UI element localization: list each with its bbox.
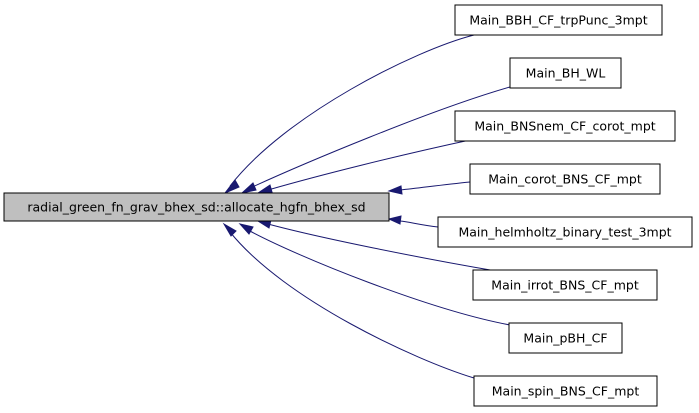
edge-arrow-c3 (256, 184, 273, 194)
caller-node-label: Main_corot_BNS_CF_mpt (488, 172, 642, 187)
caller-node-label: Main_irrot_BNS_CF_mpt (491, 278, 639, 293)
caller-node-main-irrot-bns-cf-mpt[interactable]: Main_irrot_BNS_CF_mpt (472, 269, 658, 301)
edge-arrow-c2 (240, 182, 257, 194)
edge-c8-root (229, 231, 475, 379)
caller-node-main-helmholtz-binary-test-3mpt[interactable]: Main_helmholtz_binary_test_3mpt (437, 216, 693, 248)
edge-c7-root (247, 229, 511, 326)
edge-arrow-c5 (387, 215, 402, 225)
nodes: radial_green_fn_grav_bhex_sd::allocate_h… (3, 4, 693, 407)
caller-node-main-bh-wl[interactable]: Main_BH_WL (509, 57, 622, 89)
edges (222, 34, 511, 379)
edge-arrow-c4 (387, 185, 403, 195)
caller-node-label: Main_pBH_CF (523, 331, 607, 346)
caller-node-label: Main_BBH_CF_trpPunc_3mpt (469, 13, 647, 28)
caller-node-label: Main_helmholtz_binary_test_3mpt (458, 225, 671, 240)
caller-node-label: Main_BH_WL (526, 66, 606, 81)
caller-node-label: Main_BNSnem_CF_corot_mpt (474, 119, 655, 134)
edge-c3-root (267, 139, 471, 191)
caller-node-label: Main_spin_BNS_CF_mpt (492, 384, 640, 399)
root-node-label: radial_green_fn_grav_bhex_sd::allocate_h… (27, 200, 365, 215)
edge-c1-root (229, 34, 475, 187)
caller-node-main-bnsnem-cf-corot-mpt[interactable]: Main_BNSnem_CF_corot_mpt (454, 110, 676, 142)
caller-node-main-corot-bns-cf-mpt[interactable]: Main_corot_BNS_CF_mpt (469, 163, 661, 195)
edge-arrow-c7 (238, 223, 254, 235)
edge-c6-root (267, 223, 497, 272)
caller-node-main-bbh-cf-trppunc-3mpt[interactable]: Main_BBH_CF_trpPunc_3mpt (454, 4, 663, 36)
root-node[interactable]: radial_green_fn_grav_bhex_sd::allocate_h… (3, 192, 390, 222)
edge-c5-root (399, 220, 439, 228)
edge-c4-root (399, 181, 471, 191)
caller-node-main-pbh-cf[interactable]: Main_pBH_CF (508, 322, 623, 354)
caller-node-main-spin-bns-cf-mpt[interactable]: Main_spin_BNS_CF_mpt (473, 375, 658, 407)
edge-arrow-c1 (223, 179, 240, 195)
edge-arrow-c8 (222, 222, 237, 237)
edge-c2-root (247, 86, 511, 190)
